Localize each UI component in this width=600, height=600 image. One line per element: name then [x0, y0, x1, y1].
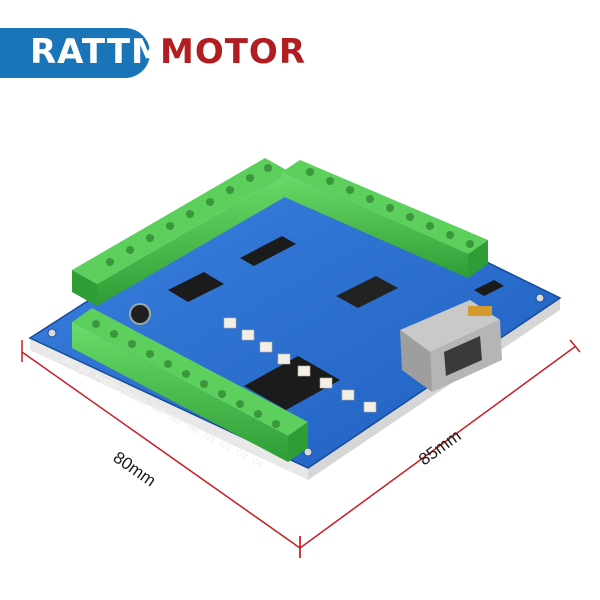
- terminal-block-back-left: [72, 158, 290, 306]
- depth-label: 85mm: [415, 426, 464, 469]
- terminal-block-back-right: [282, 160, 488, 278]
- pin-label: 0V: [61, 355, 75, 369]
- ic-chips: [168, 236, 504, 410]
- dimension-depth: [299, 339, 581, 558]
- logo-badge: [0, 28, 150, 78]
- usb-port: [400, 300, 502, 392]
- terminal-block-front: [72, 308, 308, 462]
- pin-label: 5V: [77, 363, 91, 377]
- logo-brand-text: RATTM: [30, 32, 166, 72]
- width-label: 80mm: [110, 448, 160, 491]
- brand-logo: RATTM MOTOR: [0, 22, 305, 82]
- capacitor: [129, 303, 151, 325]
- relay-resistors: [223, 317, 377, 413]
- pin-label: O2: [218, 439, 233, 453]
- pin-label: O3: [234, 447, 249, 461]
- pin-label: O4: [250, 455, 265, 469]
- pin-label: O1: [202, 430, 217, 444]
- logo-motor-text: MOTOR: [160, 32, 307, 72]
